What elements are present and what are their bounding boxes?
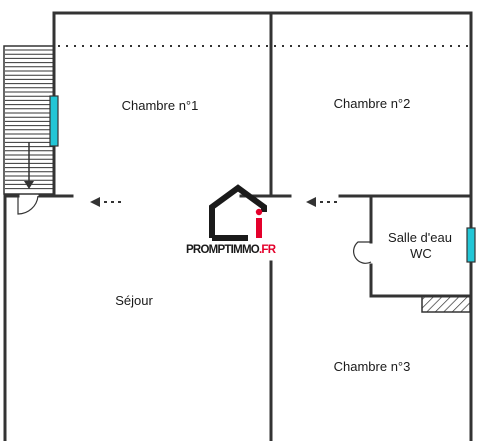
hatched-duct (421, 295, 471, 313)
door-swing-stair (17, 195, 39, 215)
brand-name-main: PROMPTIMMO (186, 244, 260, 256)
brand-name: PROMPTIMMO.FR (186, 244, 277, 256)
brand-name-suffix: .FR (259, 244, 277, 256)
house-logo-icon (209, 184, 267, 238)
staircase (3, 45, 55, 195)
walls (3, 11, 473, 441)
arrow-chambre1 (90, 197, 124, 207)
window-salle-deau (466, 227, 476, 263)
stair-arrow-head (24, 181, 34, 189)
logo-i-stem (256, 218, 262, 238)
promptimmo-logo: PROMPTIMMO.FR (186, 184, 277, 256)
window-chambre1 (49, 95, 59, 147)
label-sejour: Séjour (115, 293, 153, 308)
arrow-chambre2 (306, 197, 340, 207)
label-wc: WC (410, 246, 432, 261)
label-chambre2: Chambre n°2 (334, 96, 411, 111)
door-swing-bathroom (353, 241, 372, 264)
logo-i-dot (255, 208, 263, 216)
label-chambre3: Chambre n°3 (334, 359, 411, 374)
label-salle-deau: Salle d'eau (388, 230, 452, 245)
label-chambre1: Chambre n°1 (122, 98, 199, 113)
